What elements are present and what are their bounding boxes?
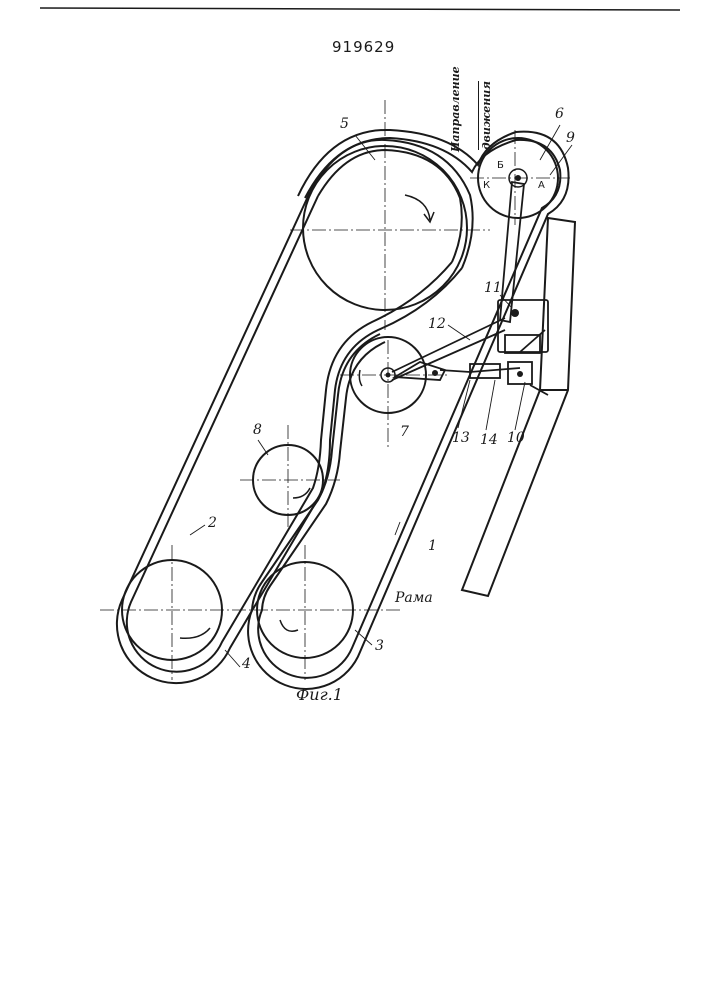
callout-8: 8 bbox=[253, 422, 262, 438]
callout-1: 1 bbox=[428, 538, 437, 554]
callout-7: 7 bbox=[400, 424, 409, 440]
frame bbox=[462, 218, 575, 596]
frame-label: Рама bbox=[395, 590, 433, 606]
callout-10: 10 bbox=[507, 430, 525, 446]
callout-12: 12 bbox=[428, 316, 446, 332]
callout-5: 5 bbox=[340, 116, 349, 132]
patent-number: 919629 bbox=[332, 38, 395, 56]
top-rule bbox=[40, 8, 680, 10]
callout-11: 11 bbox=[484, 280, 502, 296]
callout-4: 4 bbox=[242, 656, 251, 672]
callout-6: 6 bbox=[555, 106, 564, 122]
direction-label-line2: движения bbox=[478, 81, 493, 150]
callout-2: 2 bbox=[208, 515, 217, 531]
callout-13: 13 bbox=[452, 430, 470, 446]
callout-3: 3 bbox=[375, 638, 384, 654]
point-label-b: Б bbox=[497, 160, 504, 171]
point-label-a: А bbox=[538, 180, 545, 191]
tensioner-linkage bbox=[392, 182, 548, 395]
callout-14: 14 bbox=[480, 432, 498, 448]
callout-9: 9 bbox=[566, 130, 575, 146]
point-label-k: К bbox=[483, 180, 490, 191]
figure-caption: Фиг.1 bbox=[296, 685, 343, 704]
rotation-arrows bbox=[180, 195, 434, 638]
direction-label-line1: Направление bbox=[449, 66, 462, 152]
